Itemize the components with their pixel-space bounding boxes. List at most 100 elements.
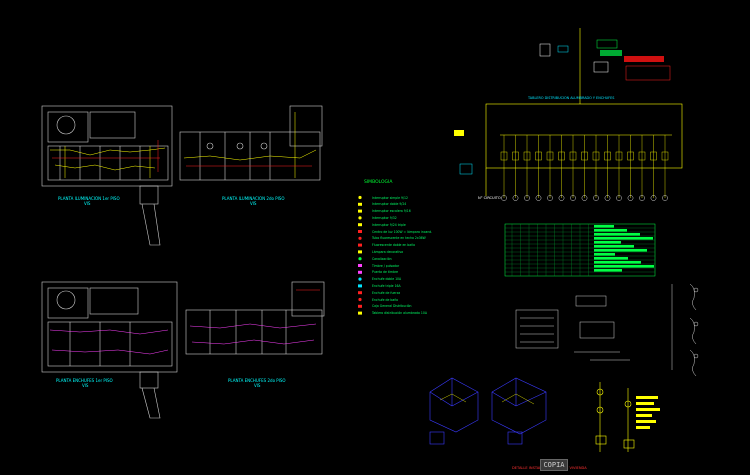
breaker-icon — [592, 151, 600, 161]
watermark-badge: COPIA — [540, 459, 568, 471]
riser-detail — [595, 382, 635, 452]
diagram-circuit-markers — [500, 151, 669, 201]
plan-4-title: PLANTA ENCHUFES 2do PISO — [228, 378, 286, 383]
legend-symbols — [358, 195, 362, 315]
legend-item: Caja General Distribución — [372, 304, 412, 309]
legend-item: Fluorescente doble en baño — [372, 243, 416, 248]
breaker-icon — [523, 151, 531, 161]
legend-symbol-icon — [358, 202, 362, 206]
circuit-number-icon — [616, 195, 622, 201]
legend-symbol-icon — [358, 291, 362, 295]
plan-2-lighting — [179, 105, 323, 181]
loads-table-cell — [594, 233, 640, 236]
plan-1-scale: VIS — [84, 201, 91, 206]
loads-table — [504, 223, 656, 277]
loads-table-cell — [594, 229, 627, 232]
legend-symbol-icon — [358, 243, 362, 247]
legend-item: Enchufe de baño — [372, 297, 399, 302]
breaker-icon — [512, 151, 519, 161]
loads-table-cell — [594, 257, 628, 260]
legend-item: Puerta de timbre — [372, 270, 399, 275]
circuit-number-icon — [558, 195, 565, 201]
legend-item: Interruptor 9/24 triple — [372, 222, 406, 227]
plan-1-red-lines — [52, 140, 160, 172]
isometric-bathrooms — [429, 377, 547, 445]
diagram-circuit-lines — [503, 135, 666, 198]
loads-table-cell — [594, 261, 641, 264]
circuits-label: N° CIRCUITO — [478, 196, 501, 200]
legend-symbol-icon — [358, 230, 362, 233]
detail-drawings — [515, 295, 630, 361]
plan-1-title: PLANTA ILUMINACION 1er PISO — [58, 196, 120, 201]
legend-item: Tubo fluorescente en techo 2x36W — [372, 236, 426, 241]
plan-3-circuits — [49, 329, 169, 355]
breaker-icon — [615, 151, 623, 161]
legend-symbol-icon — [358, 304, 362, 308]
legend-item: Timbre / pulsador — [372, 263, 400, 268]
circuit-number-icon — [604, 195, 611, 201]
plan-1-lighting — [41, 105, 173, 246]
legend-item: Centro de luz 100W = lámpara incand. — [372, 229, 433, 234]
breaker-icon — [581, 151, 588, 161]
breaker-icon — [661, 151, 669, 161]
breaker-icon — [535, 151, 542, 161]
plan-3-outlets — [41, 281, 178, 419]
breaker-icon — [569, 151, 577, 161]
circuit-number-icon — [639, 195, 645, 201]
circuit-number-icon — [662, 195, 668, 201]
plan-4-scale: VIS — [254, 383, 261, 388]
plan-3-title: PLANTA ENCHUFES 1er PISO — [56, 378, 113, 383]
isometric-wiring — [439, 393, 535, 405]
loads-table-cell — [594, 249, 647, 252]
legend-item: Interruptor simple 9/12 — [372, 195, 408, 200]
breaker-icon — [500, 151, 508, 161]
legend-symbol-icon — [358, 250, 362, 254]
legend-symbol-icon — [358, 311, 362, 315]
circuit-number-icon — [547, 195, 553, 201]
plan-2-circuits — [183, 112, 317, 178]
legend-symbol-icon — [358, 277, 362, 281]
loads-table-cell — [594, 253, 615, 256]
breaker-icon — [638, 151, 646, 161]
circuit-number-icon — [581, 195, 588, 201]
legend-symbol-icon — [358, 236, 362, 240]
legend-title: SIMBOLOGIA — [364, 180, 393, 185]
breaker-icon — [546, 151, 554, 161]
legend-symbol-icon — [358, 216, 362, 220]
breaker-icon — [627, 151, 634, 161]
legend-item: Enchufe de fuerza — [372, 290, 401, 295]
circuit-number-icon — [650, 195, 657, 201]
loads-table-cell — [594, 265, 654, 268]
plan-4-outlets — [185, 281, 325, 355]
legend-item: Tablero distribución alumbrado 10A — [372, 311, 427, 316]
circuit-number-icon — [570, 195, 576, 201]
plan-2-scale: VIS — [250, 201, 257, 206]
legend-item: Enchufe doble 10A — [372, 277, 402, 282]
breaker-icon — [558, 151, 565, 161]
legend-item: Canalización — [372, 256, 392, 261]
circuit-number-icon — [524, 195, 530, 201]
circuit-number-icon — [627, 195, 634, 201]
legend-item: Interruptor escalera 9/16 — [372, 209, 411, 214]
diagram-header: TABLERO DISTRIBUCION ALUMBRADO Y ENCHUFE… — [528, 96, 615, 100]
legend-symbol-icon — [358, 257, 362, 261]
circuit-number-icon — [512, 195, 519, 201]
circuit-number-icon — [501, 195, 507, 201]
legend-item: Enchufe triple 16A — [372, 283, 401, 288]
plan-4-circuits — [189, 323, 317, 345]
diagram-top-panels — [454, 39, 671, 175]
legend-symbol-icon — [358, 195, 362, 200]
loads-table-cell — [594, 245, 634, 248]
legend-symbol-icon — [358, 270, 362, 274]
legend-symbol-icon — [358, 297, 362, 302]
plan-2-title: PLANTA ILUMINACION 2do PISO — [222, 196, 285, 201]
wall-details-right — [671, 283, 699, 377]
legend-symbol-icon — [358, 209, 362, 213]
legend-item: Interruptor 9/32 — [372, 215, 397, 220]
legend-item: Lámpara decorativa — [372, 249, 404, 254]
riser-labels — [636, 396, 660, 429]
legend-item: Interruptor doble 9/24 — [372, 202, 407, 207]
loads-table-cell — [594, 237, 653, 240]
breaker-icon — [650, 151, 657, 161]
